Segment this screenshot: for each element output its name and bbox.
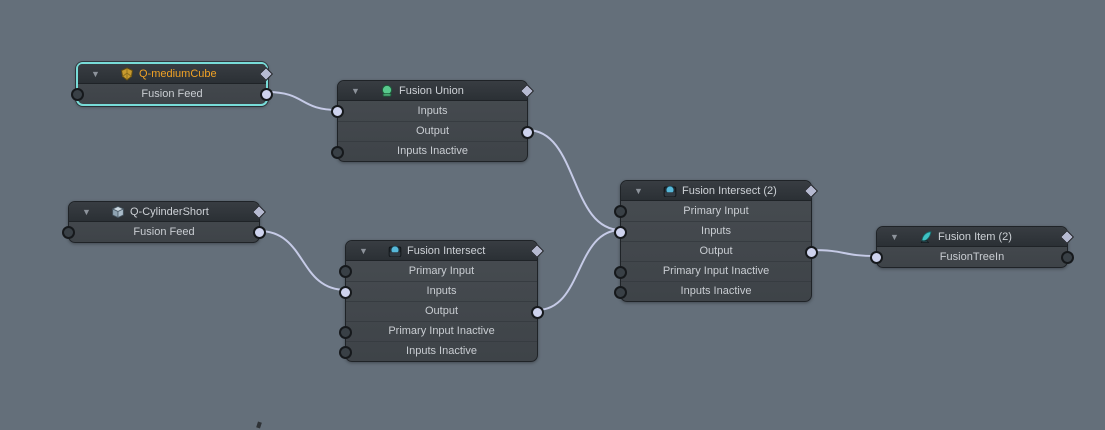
node-title: Fusion Intersect (2) [682,184,777,197]
input-port[interactable] [339,325,352,339]
output-port[interactable] [253,226,266,239]
port-row: Primary Input Inactive [614,261,811,281]
node-header: ▼ Q-CylinderShort [69,202,267,222]
input-port[interactable] [339,265,352,278]
port-label: Output [699,245,733,257]
input-port[interactable] [339,285,352,299]
node-fusion-item-2[interactable]: ▼ Fusion Item (2) FusionTreeIn [870,226,1075,268]
node-header: ▼ Fusion Intersect (2) [621,181,819,201]
port-row: Inputs Inactive [614,281,811,301]
output-port[interactable] [260,88,273,101]
port-label: FusionTreeIn [939,251,1005,263]
input-port[interactable] [614,285,627,299]
collapse-triangle-icon[interactable]: ▼ [359,245,368,256]
input-port[interactable] [614,225,627,239]
collapse-triangle-icon[interactable]: ▼ [634,185,643,196]
output-port[interactable] [1061,251,1074,264]
port-row: Inputs [339,281,537,301]
port-row: Output [346,301,544,321]
connection-wire[interactable] [536,229,622,311]
port-row: Primary Input [339,261,537,281]
node-title: Fusion Union [399,84,464,97]
connection-wire[interactable] [258,230,347,291]
output-port[interactable] [521,125,534,139]
collapse-triangle-icon[interactable]: ▼ [890,231,899,242]
collapse-triangle-icon[interactable]: ▼ [82,206,91,217]
connection-wire[interactable] [526,129,622,231]
port-row: Inputs [331,101,527,121]
intersect-sphere-icon [663,184,677,198]
port-label: Output [424,305,459,317]
port-label: Inputs [701,225,731,237]
port-row: Output [338,121,534,141]
input-port[interactable] [339,345,352,359]
node-header: ▼ Q-mediumCube [78,64,274,84]
port-label: Fusion Feed [133,226,195,238]
input-port[interactable] [614,205,627,218]
port-label: Inputs Inactive [406,345,477,357]
node-title: Q-CylinderShort [130,205,209,218]
input-port[interactable] [614,265,627,279]
port-label: Inputs Inactive [397,145,468,157]
port-row: FusionTreeIn [870,247,1074,267]
node-title: Q-mediumCube [139,67,217,80]
input-port[interactable] [331,105,344,118]
input-port[interactable] [331,145,344,159]
port-label: Inputs [426,285,457,297]
port-label: Fusion Feed [141,88,203,100]
port-label: Primary Input Inactive [388,325,495,337]
port-label: Primary Input [683,205,749,217]
node-header: ▼ Fusion Union [338,81,535,101]
connection-wire[interactable] [810,249,878,257]
port-label: Primary Input [408,265,475,277]
port-row: Inputs Inactive [331,141,527,161]
input-port[interactable] [870,251,883,264]
green-union-icon [380,84,394,98]
port-row: Primary Input [614,201,811,221]
node-header: ▼ Fusion Intersect [346,241,545,261]
node-title: Fusion Intersect [407,244,486,257]
port-row: Inputs Inactive [339,341,537,361]
input-port[interactable] [62,226,75,239]
port-row: Fusion Feed [71,84,273,104]
input-port[interactable] [71,88,84,101]
port-label: Primary Input Inactive [662,265,770,277]
node-title: Fusion Item (2) [938,230,1012,243]
port-label: Inputs Inactive [680,285,752,297]
gray-cube-icon [111,205,125,219]
output-port[interactable] [805,245,818,259]
gold-shield-icon [120,66,134,81]
output-port[interactable] [531,305,544,319]
connection-wire[interactable] [266,91,339,111]
port-label: Inputs [417,105,448,117]
port-row: Output [621,241,818,261]
collapse-triangle-icon[interactable]: ▼ [91,68,100,79]
port-row: Primary Input Inactive [339,321,537,341]
node-header: ▼ Fusion Item (2) [877,227,1075,247]
teal-item-icon [919,230,933,244]
port-row: Fusion Feed [62,222,266,242]
intersect-sphere-icon [388,244,402,258]
port-row: Inputs [614,221,811,241]
collapse-triangle-icon[interactable]: ▼ [351,85,360,96]
port-label: Output [415,125,450,137]
